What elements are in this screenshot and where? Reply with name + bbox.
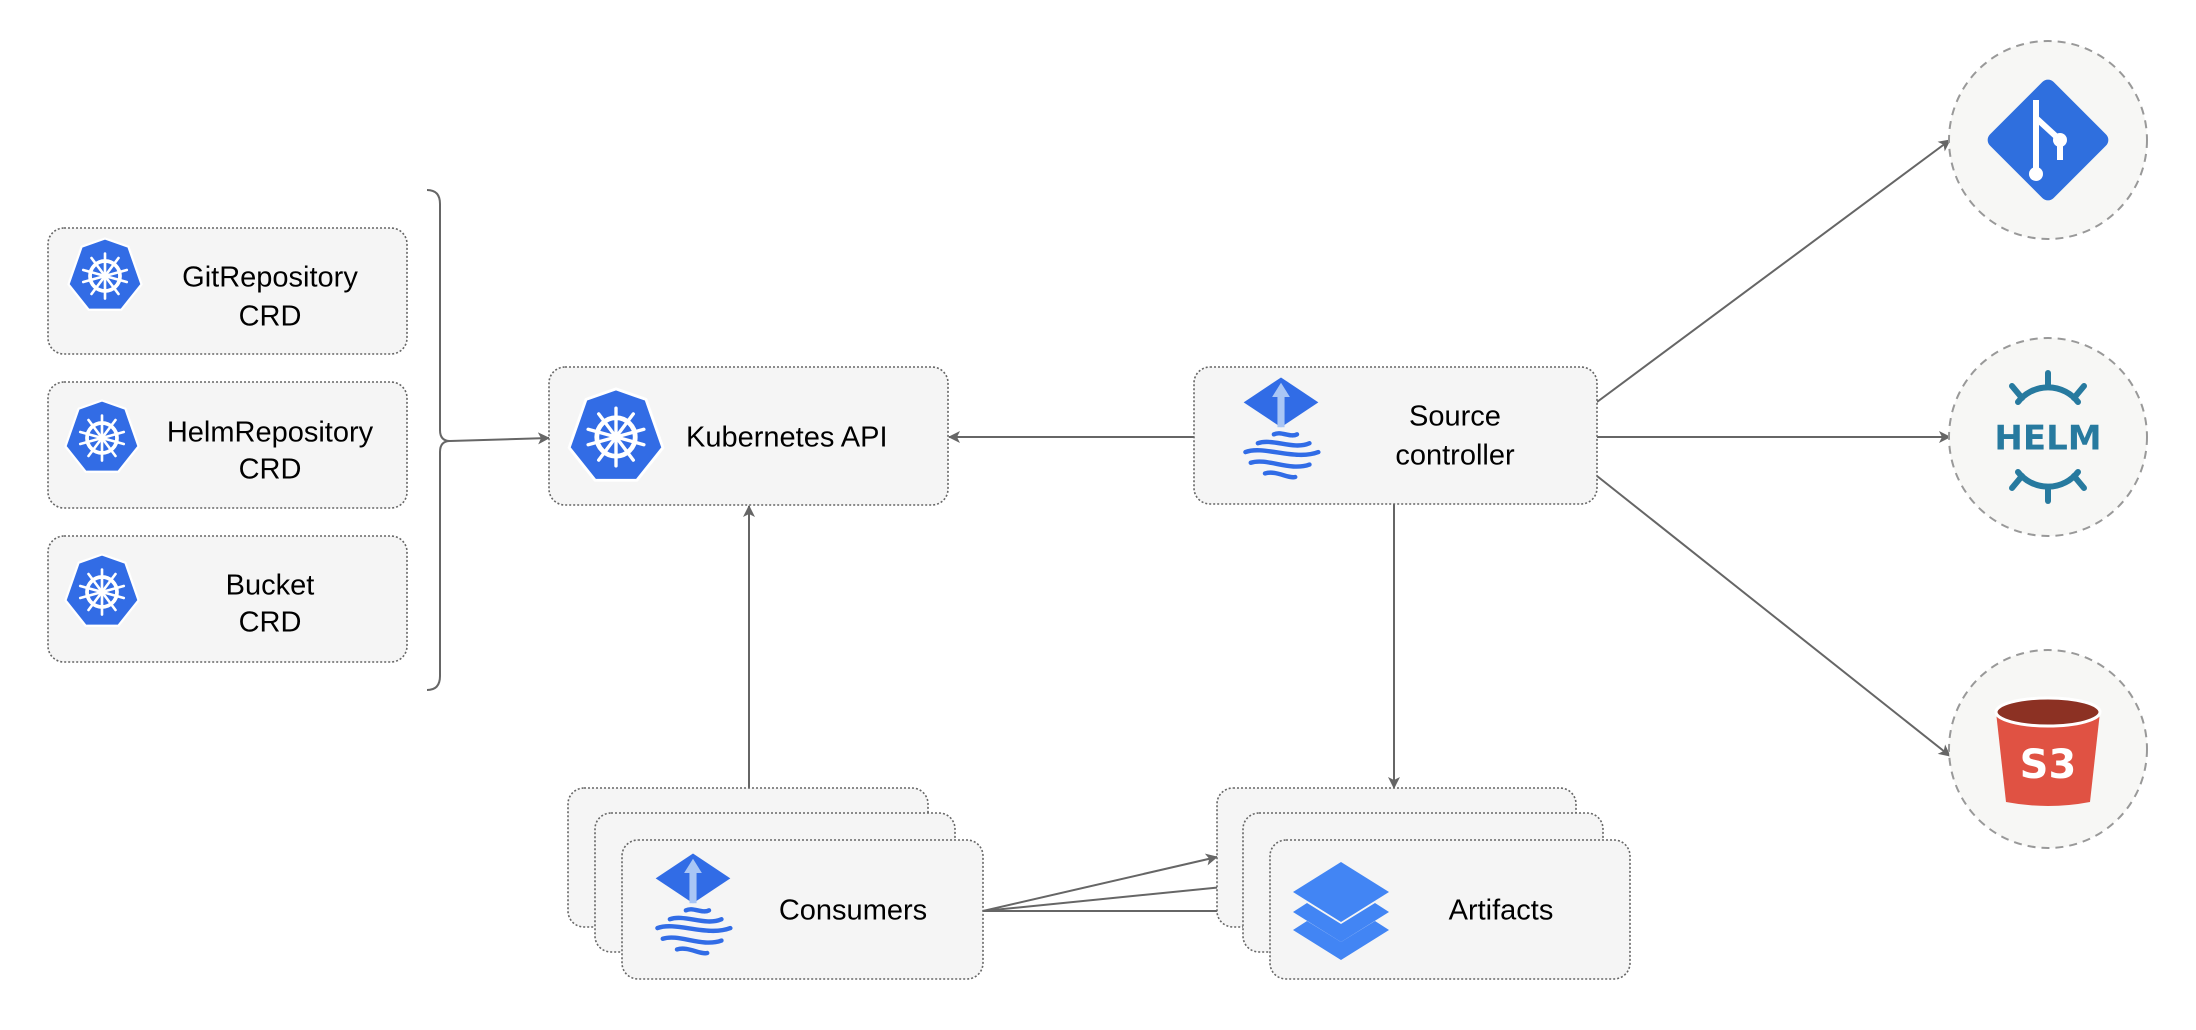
node-label: CRD bbox=[239, 301, 302, 333]
helm-source-node[interactable]: HELM bbox=[1948, 337, 2148, 537]
node-label: CRD bbox=[239, 454, 302, 486]
s3-source-node[interactable]: S3 bbox=[1948, 649, 2148, 849]
node-label: HelmRepository bbox=[167, 417, 374, 449]
helm-logo-text: HELM bbox=[1994, 419, 2101, 459]
kubernetes-api-node[interactable]: Kubernetes API bbox=[548, 366, 949, 506]
edge-source-controller-to-git bbox=[1596, 139, 1951, 403]
gitrepository-crd-node[interactable]: GitRepository CRD bbox=[47, 227, 408, 355]
node-label: Artifacts bbox=[1449, 895, 1554, 927]
git-icon bbox=[1987, 79, 2109, 201]
node-label: GitRepository bbox=[182, 262, 358, 294]
bucket-crd-node[interactable]: Bucket CRD bbox=[47, 535, 408, 663]
artifacts-node[interactable]: Artifacts bbox=[1216, 787, 1631, 980]
s3-logo-text: S3 bbox=[2020, 742, 2077, 788]
node-label: controller bbox=[1395, 440, 1515, 472]
edge-source-controller-to-s3 bbox=[1596, 475, 1951, 757]
s3-bucket-icon bbox=[1994, 696, 2102, 806]
helmrepository-crd-node[interactable]: HelmRepository CRD bbox=[47, 381, 408, 509]
edge-consumers-to-artifacts-1 bbox=[982, 853, 1218, 912]
node-label: CRD bbox=[239, 607, 302, 639]
consumers-node[interactable]: Consumers bbox=[567, 787, 984, 980]
edge-crds-to-kubernetes-api bbox=[449, 432, 550, 445]
crd-group-brace bbox=[426, 189, 451, 691]
edge-consumers-to-artifacts-2 bbox=[982, 880, 1244, 912]
node-label: Source bbox=[1409, 401, 1501, 433]
git-source-node[interactable] bbox=[1948, 40, 2148, 240]
source-controller-node[interactable]: Source controller bbox=[1193, 366, 1598, 505]
node-label: Bucket bbox=[226, 570, 315, 602]
node-label: Kubernetes API bbox=[686, 422, 888, 454]
helm-icon bbox=[2009, 370, 2087, 504]
node-label: Consumers bbox=[779, 895, 927, 927]
